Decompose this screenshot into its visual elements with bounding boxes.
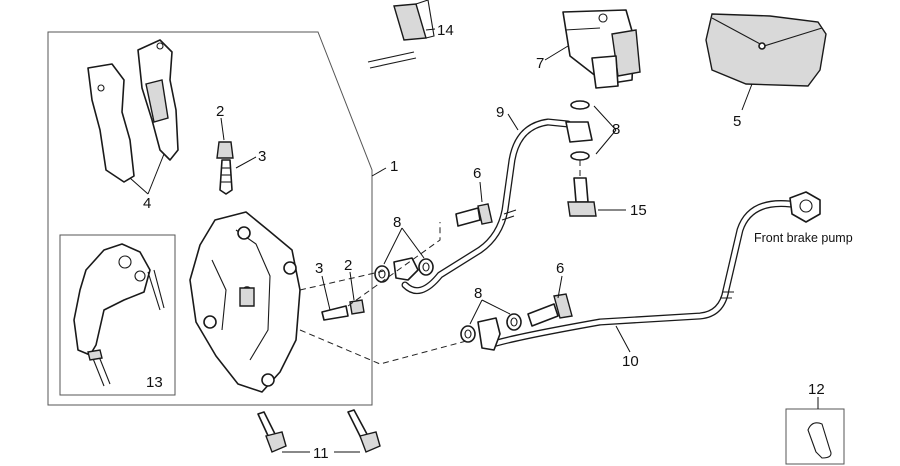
caliper-bolts: [257, 409, 381, 453]
callout-2-lower: 2: [344, 257, 352, 274]
callout-8-master: 8: [612, 121, 620, 138]
callout-6-lower: 6: [556, 260, 564, 277]
brake-caliper: [189, 211, 301, 393]
callout-numbers: 1 2 3 4 5 6 7 8 9 14 15 8 6 8 3 2 10 13 …: [143, 22, 853, 462]
callout-6-upper: 6: [473, 165, 481, 182]
caliper-bracket: [73, 243, 165, 387]
callout-12: 12: [808, 381, 825, 398]
callout-8-lower: 8: [474, 285, 482, 302]
callout-13: 13: [146, 374, 163, 391]
clip-part: [807, 422, 832, 459]
bracket-frame: [59, 234, 176, 396]
callout-10: 10: [622, 353, 639, 370]
banjo-fitting-upper: [374, 257, 434, 283]
callout-2-upper: 2: [216, 103, 224, 120]
callout-11: 11: [313, 445, 329, 462]
callout-7: 7: [536, 55, 544, 72]
callout-15: 15: [630, 202, 647, 219]
brake-pads: [87, 39, 179, 183]
brake-hose-lower: [486, 191, 821, 349]
banjo-bolt-15: [567, 177, 597, 217]
callout-9: 9: [496, 104, 504, 121]
reservoir-cover: [705, 13, 827, 87]
callout-3-lower: 3: [315, 260, 323, 277]
leader-lines: [129, 28, 819, 453]
front-brake-pump-label: Front brake pump: [754, 231, 853, 245]
callout-1: 1: [390, 158, 398, 175]
banjo-bolt-lower: [527, 293, 573, 327]
brake-hose-upper: [401, 118, 572, 295]
caliper-group-frame: [47, 31, 373, 406]
callout-8-upper: 8: [393, 214, 401, 231]
master-cylinder: [562, 9, 641, 89]
callout-5: 5: [733, 113, 741, 130]
pin-kit: [367, 0, 435, 69]
clip-frame: [785, 408, 845, 465]
bleeder-cap-lower: [321, 299, 365, 321]
callout-14: 14: [437, 22, 454, 39]
bleeder-cap-upper: [216, 141, 234, 195]
callout-4: 4: [143, 195, 151, 212]
assembly-lines: [299, 160, 581, 365]
callout-3-upper: 3: [258, 148, 266, 165]
banjo-bolt-upper: [455, 203, 493, 227]
banjo-fitting-master: [565, 100, 593, 161]
banjo-fitting-lower: [460, 313, 522, 351]
